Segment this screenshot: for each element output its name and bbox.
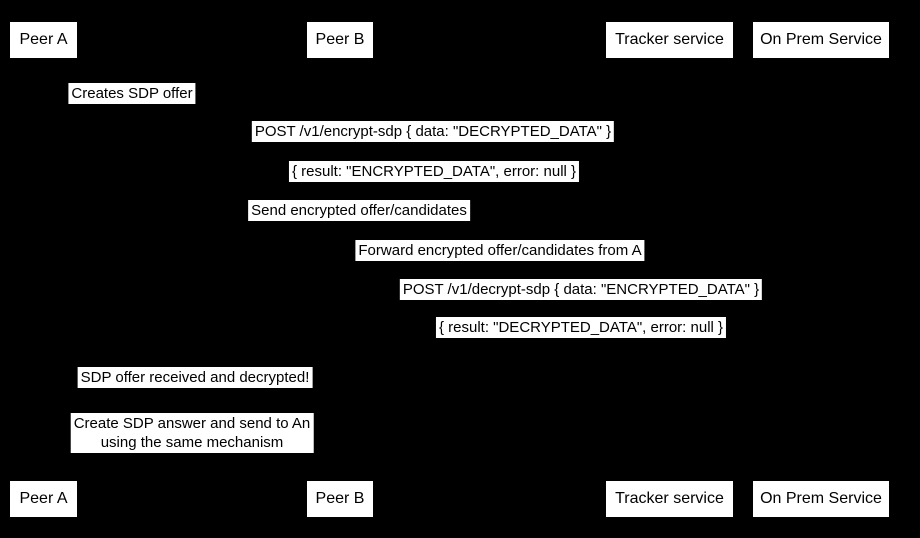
message-create-sdp-answer-line1: Create SDP answer and send to An <box>73 415 311 432</box>
message-forward-encrypted-offer: Forward encrypted offer/candidates from … <box>355 240 645 261</box>
message-create-sdp-answer: Create SDP answer and send to An using t… <box>70 413 314 453</box>
actor-peer-a-top: Peer A <box>10 22 77 58</box>
message-creates-sdp-offer: Creates SDP offer <box>68 83 196 104</box>
actor-on-prem-service-top: On Prem Service <box>753 22 889 58</box>
actor-tracker-service-bottom: Tracker service <box>606 481 733 517</box>
actor-peer-b-bottom: Peer B <box>307 481 373 517</box>
actor-on-prem-service-bottom: On Prem Service <box>753 481 889 517</box>
message-decrypt-result: { result: "DECRYPTED_DATA", error: null … <box>435 317 727 338</box>
message-sdp-offer-received: SDP offer received and decrypted! <box>77 367 313 388</box>
actor-peer-a-bottom: Peer A <box>10 481 77 517</box>
message-post-decrypt-sdp: POST /v1/decrypt-sdp { data: "ENCRYPTED_… <box>399 279 763 300</box>
message-send-encrypted-offer: Send encrypted offer/candidates <box>248 200 470 221</box>
actor-peer-b-top: Peer B <box>307 22 373 58</box>
message-post-encrypt-sdp: POST /v1/encrypt-sdp { data: "DECRYPTED_… <box>251 121 615 142</box>
message-encrypt-result: { result: "ENCRYPTED_DATA", error: null … <box>288 161 580 182</box>
actor-tracker-service-top: Tracker service <box>606 22 733 58</box>
message-create-sdp-answer-line2: using the same mechanism <box>100 434 284 451</box>
